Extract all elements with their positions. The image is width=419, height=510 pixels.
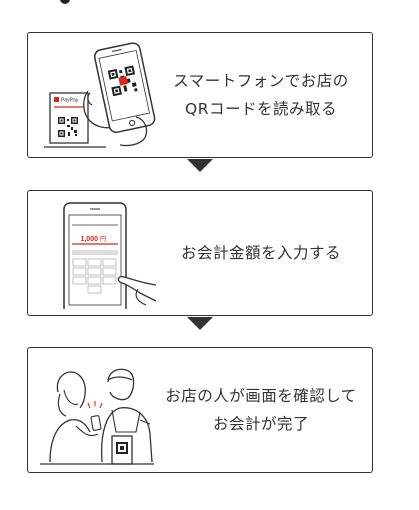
phone-keypad-entry-icon: 1,000 円	[63, 202, 156, 309]
step-3-text: お店の人が画面を確認して お会計が完了	[156, 348, 366, 472]
step-card-3: お店の人が画面を確認して お会計が完了	[27, 347, 373, 473]
staff-confirming-icon	[40, 368, 154, 465]
step-3-line-1: お店の人が画面を確認して	[165, 387, 357, 405]
step-1-text: スマートフォンでお店の QRコードを読み取る	[156, 33, 366, 157]
step-3-line-2: お会計が完了	[212, 415, 309, 433]
phone-scanning-qr-icon: PayPay	[44, 42, 156, 148]
step-2-line-1: お会計金額を入力する	[180, 244, 341, 262]
amount-unit: 円	[100, 236, 106, 243]
arrow-down-icon	[187, 317, 213, 330]
cropped-mark-icon	[60, 0, 70, 4]
step-1-line-1: スマートフォンでお店の	[173, 72, 349, 90]
step-card-2: 1,000 円 お会計金額を入力する	[27, 190, 373, 316]
step-1-line-2: QRコードを読み取る	[185, 100, 337, 118]
amount-value: 1,000	[80, 236, 98, 243]
sign-label: PayPay	[61, 98, 79, 104]
qr-stand-sign: PayPay	[49, 92, 89, 144]
step-2-text: お会計金額を入力する	[156, 191, 366, 315]
arrow-down-icon	[187, 159, 213, 172]
step-card-1: PayPay	[27, 32, 373, 158]
